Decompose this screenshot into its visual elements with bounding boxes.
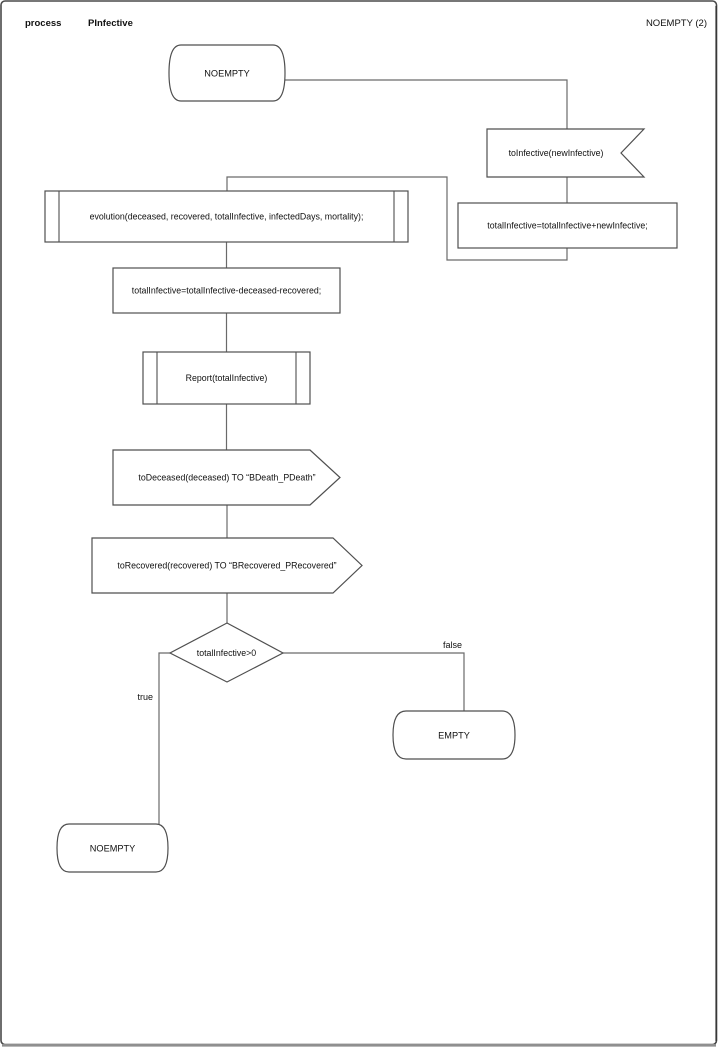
edge-decision-false [283,652,465,711]
diagram-name: NOEMPTY (2) [646,18,707,29]
edge-decision-true [158,652,170,824]
node-decision-totalinfective[interactable]: totalInfective>0 [168,622,285,683]
output-signal-label: toRecovered(recovered) TO “BRecovered_PR… [117,561,336,571]
procedure-call-symbol [44,190,409,243]
task-label: totalInfective=totalInfective+newInfecti… [487,221,647,231]
task-label: totalInfective=totalInfective-deceased-r… [132,286,322,296]
state-symbol [56,823,169,873]
task-symbol [457,202,678,249]
procedure-call-label: evolution(deceased, recovered, totalInfe… [90,212,364,222]
task-symbol [112,267,341,314]
process-name: PInfective [88,18,133,29]
decision-label: totalInfective>0 [197,648,257,658]
input-signal-label: toInfective(newInfective) [509,148,604,158]
node-procedure-report[interactable]: Report(totalInfective) [142,351,311,405]
state-label: NOEMPTY [90,844,135,854]
true-branch-label: true [137,692,153,702]
false-branch-label: false [443,640,462,650]
node-output-todeceased[interactable]: toDeceased(deceased) TO “BDeath_PDeath” [112,449,341,506]
state-symbol [392,710,516,760]
node-state-start[interactable]: NOEMPTY [168,44,286,102]
state-label: EMPTY [438,731,470,741]
node-task-subtract[interactable]: totalInfective=totalInfective-deceased-r… [112,267,341,314]
procedure-call-symbol [142,351,311,405]
flow-connectors [158,79,568,824]
node-procedure-evolution[interactable]: evolution(deceased, recovered, totalInfe… [44,190,409,243]
node-task-add[interactable]: totalInfective=totalInfective+newInfecti… [457,202,678,249]
edge-task-add-to-evolution [226,176,568,261]
output-signal-label: toDeceased(deceased) TO “BDeath_PDeath” [138,473,315,483]
node-input-toinfective[interactable]: toInfective(newInfective) [486,128,646,178]
node-output-torecovered[interactable]: toRecovered(recovered) TO “BRecovered_PR… [91,537,363,594]
output-signal-symbol [91,537,363,594]
decision-symbol [168,622,285,683]
edge-start-to-input [284,79,568,129]
state-label: NOEMPTY [204,69,249,79]
input-signal-symbol [486,128,646,178]
state-symbol [168,44,286,102]
output-signal-symbol [112,449,341,506]
node-state-noempty-end[interactable]: NOEMPTY [56,823,169,873]
procedure-call-label: Report(totalInfective) [186,373,268,383]
node-state-empty[interactable]: EMPTY [392,710,516,760]
process-keyword: process [25,18,61,29]
